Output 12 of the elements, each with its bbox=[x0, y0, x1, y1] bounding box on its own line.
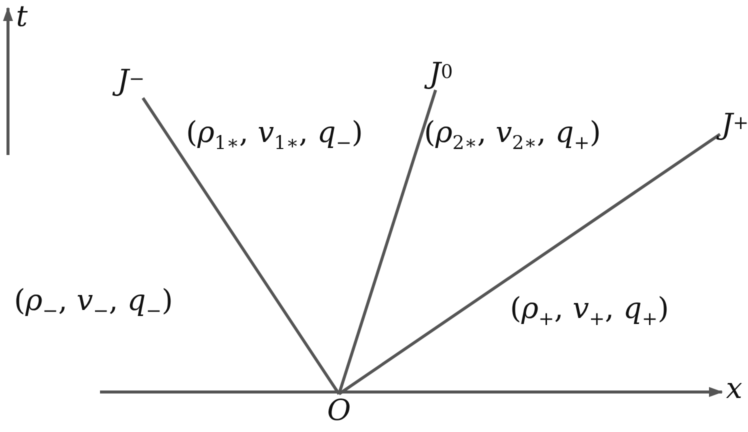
state-label: (ρ$_{−}$, v$_{−}$, q$_{−}$) bbox=[14, 286, 173, 322]
wave-label: J$^{−}$ bbox=[108, 62, 154, 98]
wave-line bbox=[338, 132, 721, 396]
state-label: (ρ$_{1∗}$, v$_{1∗}$, q$_{−}$) bbox=[186, 118, 363, 154]
wave-line bbox=[142, 97, 340, 395]
axis-label: t bbox=[16, 2, 28, 31]
axis-label: x bbox=[726, 374, 742, 403]
state-label: (ρ$_{+}$, v$_{+}$, q$_{+}$) bbox=[510, 294, 669, 330]
wave-line bbox=[338, 90, 438, 394]
origin-label: O bbox=[326, 394, 352, 426]
state-label: (ρ$_{2∗}$, v$_{2∗}$, q$_{+}$) bbox=[424, 118, 601, 154]
wave-label: J$^{0}$ bbox=[420, 56, 462, 90]
